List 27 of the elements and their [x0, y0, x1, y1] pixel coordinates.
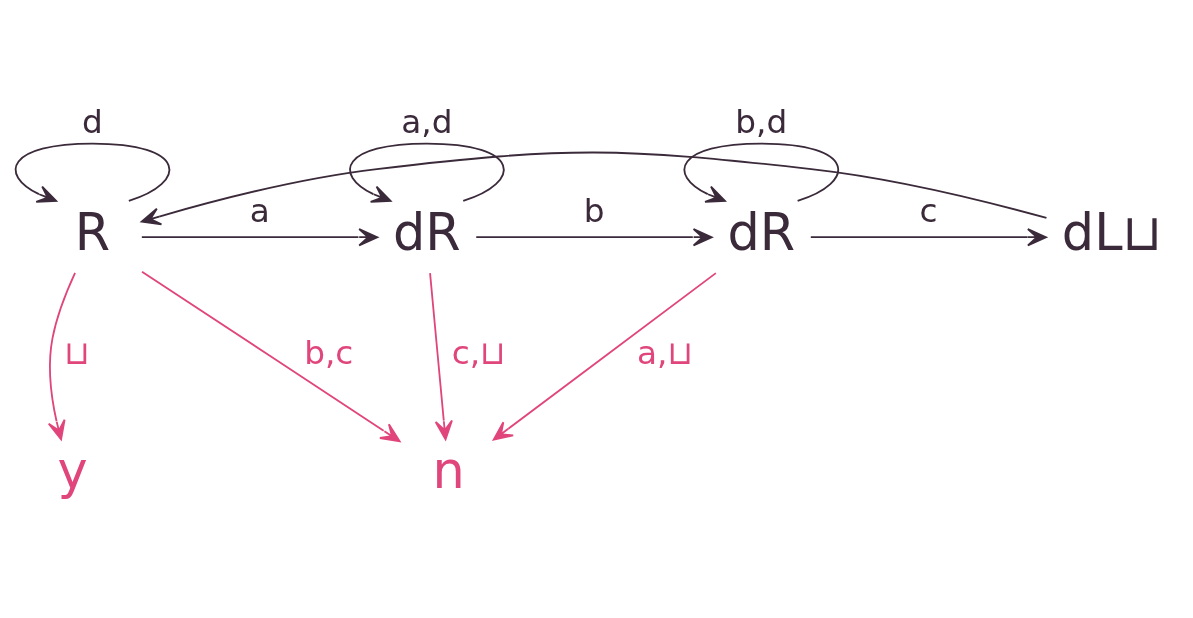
edge-label: c: [919, 191, 938, 230]
edge-label: b,c: [304, 334, 354, 373]
edge-label: d: [82, 103, 103, 142]
node-text: R: [74, 202, 111, 262]
arrow: [140, 151, 1048, 226]
arrow: [47, 271, 76, 441]
arrow: [809, 228, 1047, 247]
arrow: [492, 272, 717, 441]
node-text: y: [57, 440, 88, 500]
edge-label: b: [583, 191, 605, 230]
arrow: [140, 228, 379, 247]
edge-label: a,d: [401, 103, 453, 142]
arrow: [429, 272, 453, 441]
arrow: [141, 270, 401, 443]
node-text: dR: [393, 202, 461, 262]
arrow: [14, 142, 171, 203]
arrow: [475, 228, 713, 247]
arrow: [349, 142, 505, 203]
edge-label: ⊔: [64, 334, 90, 373]
node-text: n: [432, 440, 465, 500]
edge-label: b,d: [735, 103, 788, 142]
edge-label: a,⊔: [636, 334, 693, 373]
node-text: dL⊔: [1061, 202, 1163, 262]
edge-label: c,⊔: [451, 334, 506, 373]
arrow: [683, 142, 839, 203]
edge-label: a: [249, 191, 270, 230]
node-text: dR: [727, 202, 796, 262]
